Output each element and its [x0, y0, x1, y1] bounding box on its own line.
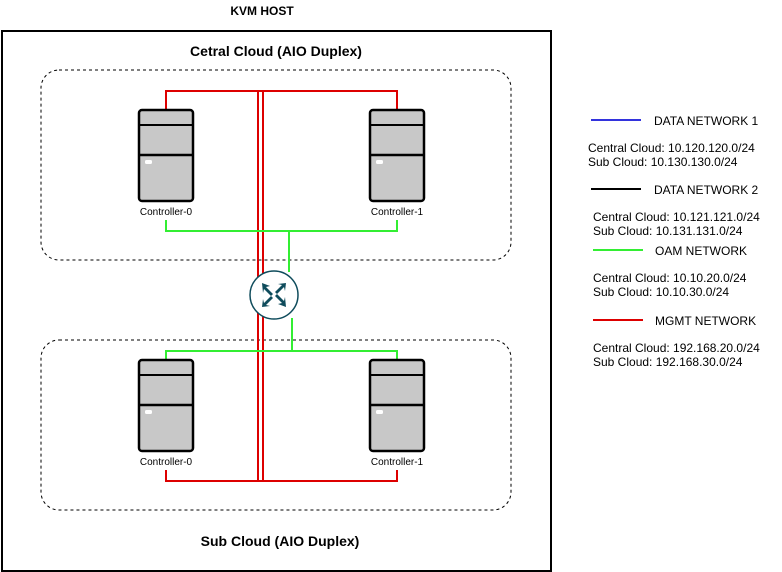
legend-item-3: OAM NETWORK Central Cloud: 10.10.20.0/24S… — [593, 244, 747, 299]
sub-controller-1: Controller-1 — [368, 358, 426, 468]
router-icon-bg — [249, 270, 299, 320]
legend-central-subnet: Central Cloud: 10.121.121.0/24 — [593, 210, 760, 224]
controller-label: Controller-0 — [140, 207, 193, 218]
legend-item-1: DATA NETWORK 1 Central Cloud: 10.120.120.… — [588, 114, 759, 169]
oam-link-sub — [165, 350, 398, 360]
legend-sub-subnet: Sub Cloud: 192.168.30.0/24 — [593, 355, 743, 369]
server-led — [376, 410, 383, 414]
legend-central-subnet: Central Cloud: 192.168.20.0/24 — [593, 341, 760, 355]
kvm-host-title: KVM HOST — [230, 4, 294, 18]
controller-label: Controller-0 — [140, 457, 193, 468]
server-led — [145, 160, 152, 164]
legend-sub-subnet: Sub Cloud: 10.10.30.0/24 — [593, 285, 729, 299]
central-cloud-group — [40, 69, 512, 261]
legend-central-subnet: Central Cloud: 10.120.120.0/24 — [588, 141, 755, 155]
mgmt-link-sub — [165, 470, 398, 482]
central-cloud-title: Cetral Cloud (AIO Duplex) — [190, 43, 362, 59]
server-led — [376, 160, 383, 164]
legend-network-name: DATA NETWORK 2 — [654, 183, 759, 197]
router-icon — [262, 283, 286, 307]
legend-item-2: DATA NETWORK 2 Central Cloud: 10.121.121.… — [591, 183, 760, 238]
controller-label: Controller-1 — [371, 457, 424, 468]
oam-network-links — [165, 220, 398, 360]
sub-cloud-title: Sub Cloud (AIO Duplex) — [201, 533, 360, 549]
legend-item-4: MGMT NETWORK Central Cloud: 192.168.20.0/… — [593, 314, 760, 369]
legend-sub-subnet: Sub Cloud: 10.130.130.0/24 — [588, 155, 738, 169]
router — [249, 270, 299, 320]
controller-label: Controller-1 — [371, 207, 424, 218]
legend-central-subnet: Central Cloud: 10.10.20.0/24 — [593, 271, 747, 285]
sub-cloud-group — [40, 339, 512, 511]
legend-sub-subnet: Sub Cloud: 10.131.131.0/24 — [593, 224, 743, 238]
central-controller-0: Controller-0 — [137, 108, 195, 218]
legend-network-name: MGMT NETWORK — [655, 314, 756, 328]
oam-link-central — [165, 220, 398, 232]
legend-network-name: OAM NETWORK — [655, 244, 747, 258]
sub-controller-0: Controller-0 — [137, 358, 195, 468]
kvm-host-frame — [1, 30, 552, 572]
server-led — [145, 410, 152, 414]
legend-network-name: DATA NETWORK 1 — [654, 114, 759, 128]
central-controller-1: Controller-1 — [368, 108, 426, 218]
network-legend: DATA NETWORK 1 Central Cloud: 10.120.120.… — [588, 114, 760, 369]
mgmt-link-central — [165, 90, 398, 110]
